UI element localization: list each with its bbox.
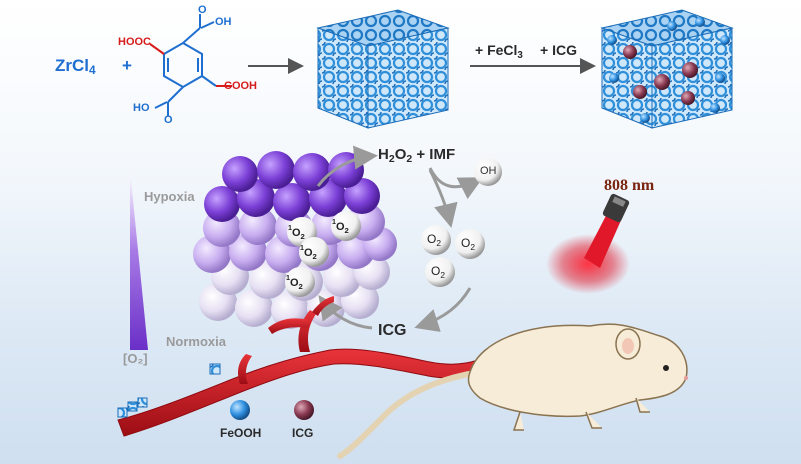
plus-sign: + bbox=[122, 56, 132, 75]
singlet-o2-label: 1O2 bbox=[286, 274, 303, 291]
laser-device bbox=[546, 193, 630, 294]
singlet-oxygen-group bbox=[285, 211, 361, 297]
hooc-label: HOOC bbox=[118, 36, 151, 48]
legend-icg-sphere bbox=[294, 400, 314, 420]
vessel-nanoparticles bbox=[117, 363, 221, 418]
laser-beam-glow bbox=[546, 234, 630, 294]
carboxyl-ho-bottom: HO bbox=[133, 102, 150, 114]
mouse-nose bbox=[684, 376, 688, 380]
singlet-o2-label: 1O2 bbox=[288, 224, 305, 241]
laser-beam bbox=[584, 208, 622, 268]
carboxyl-oh-top: OH bbox=[215, 16, 232, 28]
singlet-o2-bubble bbox=[331, 211, 361, 241]
singlet-o2-label: 1O2 bbox=[332, 218, 349, 235]
o2-label: O2 bbox=[431, 264, 446, 280]
mof-particle bbox=[117, 407, 128, 418]
mof-particle bbox=[209, 363, 221, 375]
o2-bubble bbox=[455, 229, 485, 259]
oxygen-gradient-wedge bbox=[130, 170, 148, 350]
singlet-o2-bubble bbox=[299, 237, 329, 267]
hypoxia-label: Hypoxia bbox=[144, 189, 195, 204]
mouse-body bbox=[467, 323, 688, 418]
zrcl4-label: ZrCl4 bbox=[55, 56, 96, 77]
hydroxyl-bubble bbox=[474, 158, 502, 186]
singlet-o2-label: 1O2 bbox=[300, 244, 317, 261]
tumor-to-h2o2-arrow bbox=[316, 145, 378, 187]
h2o2-to-o2-arrow bbox=[428, 169, 458, 228]
mouse bbox=[337, 323, 688, 459]
legend-feooh-sphere bbox=[230, 400, 250, 420]
legend-feooh-label: FeOOH bbox=[220, 426, 262, 440]
o2-to-icg-arrow bbox=[414, 287, 472, 332]
mof-particle bbox=[137, 397, 148, 408]
o2-label: O2 bbox=[427, 232, 442, 248]
laser-wavelength-label: 808 nm bbox=[604, 177, 655, 194]
legend-icg-label: ICG bbox=[292, 426, 314, 440]
carboxyl-o-bottom: O bbox=[164, 114, 173, 126]
icg-add-label: + ICG bbox=[540, 42, 577, 58]
synthesis-row bbox=[149, 9, 734, 129]
mouse-eye bbox=[663, 365, 669, 371]
o2-label: O2 bbox=[461, 236, 476, 252]
linker-molecule bbox=[149, 14, 232, 116]
carboxyl-o-top: O bbox=[198, 4, 207, 16]
fecl3-label: + FeCl3 bbox=[475, 42, 523, 61]
h2o2-imf-label: H2O2 + IMF bbox=[378, 146, 456, 165]
normoxia-label: Normoxia bbox=[166, 334, 226, 349]
mof-particle bbox=[127, 401, 138, 412]
o2-bubble bbox=[421, 225, 451, 255]
o2-concentration-label: [O₂] bbox=[123, 351, 148, 366]
hydroxyl-label: OH bbox=[480, 165, 497, 177]
mof-cube-loaded bbox=[600, 9, 734, 129]
mouse-tail bbox=[337, 369, 483, 459]
icg-cycle-label: ICG bbox=[378, 322, 407, 339]
singlet-o2-bubble bbox=[285, 267, 315, 297]
mof-cube-empty bbox=[316, 9, 450, 129]
o2-bubble bbox=[425, 257, 455, 287]
cooh-label: COOH bbox=[224, 80, 257, 92]
